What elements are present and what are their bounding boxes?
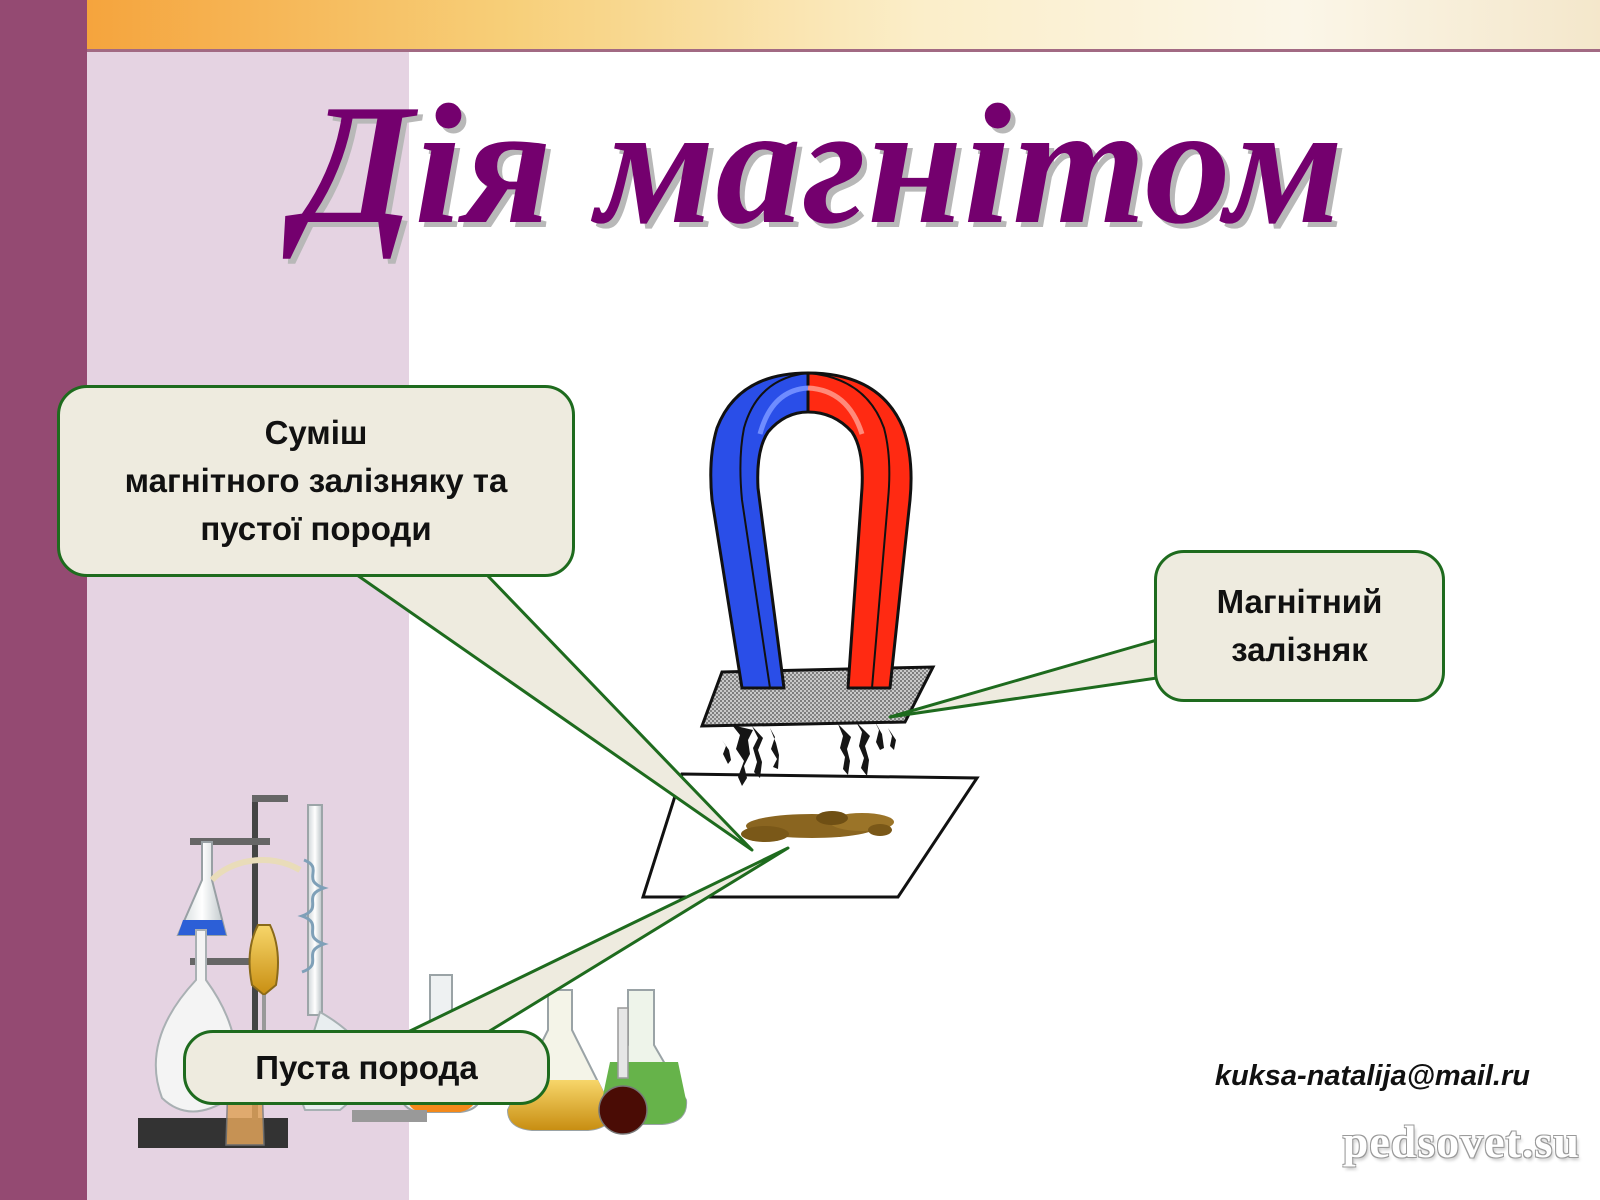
slide-title: Дія магнітом — [295, 70, 1345, 260]
iron-filings — [722, 720, 896, 786]
top-rule — [87, 49, 1600, 52]
callout-ore-pointer — [888, 638, 1159, 719]
top-gradient-bar — [87, 0, 1600, 49]
callout-magnetite: Магнітний залізняк — [1154, 550, 1445, 702]
callout-mixture-line-3: пустої породи — [200, 510, 432, 547]
callout-magnetite-line-1: Магнітний — [1216, 583, 1383, 620]
callout-magnetite-line-2: залізняк — [1231, 631, 1368, 668]
lilac-panel — [87, 52, 409, 1200]
left-stripe — [0, 0, 87, 1200]
callout-waste-pointer — [406, 846, 790, 1034]
callout-mixture: Суміш магнітного залізняку та пустої пор… — [57, 385, 575, 577]
watermark: pedsovet.su — [1342, 1116, 1580, 1167]
ore-mixture — [741, 811, 894, 842]
author-email: kuksa-natalija@mail.ru — [1214, 1060, 1530, 1092]
callout-waste-rock-line-1: Пуста порода — [255, 1048, 478, 1086]
horseshoe-magnet-icon — [709, 371, 913, 690]
callout-mix-pointer — [355, 573, 754, 852]
callout-mixture-line-2: магнітного залізняку та — [124, 462, 508, 499]
callout-waste-rock: Пуста порода — [183, 1030, 550, 1105]
callout-mixture-line-1: Суміш — [264, 414, 368, 451]
